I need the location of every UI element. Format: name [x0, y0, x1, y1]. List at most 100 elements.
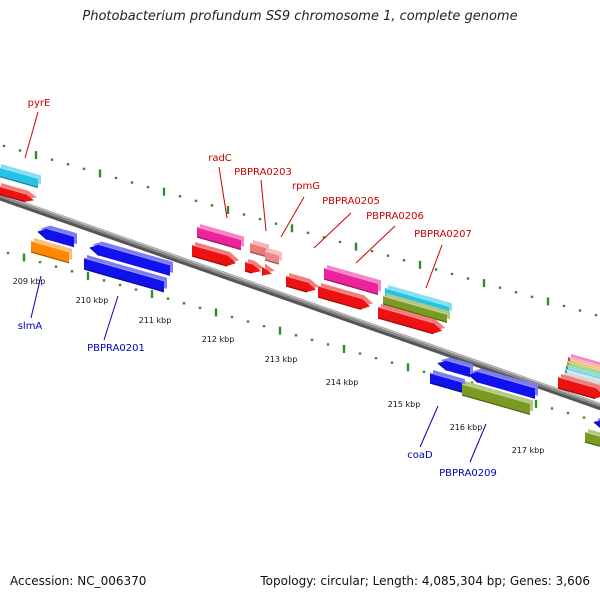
leader-line	[30, 275, 42, 319]
upper-track-tick	[242, 213, 246, 216]
gene-PBPRA0201-upper-shadow-edge	[89, 247, 100, 257]
upper-track-tick	[258, 217, 262, 221]
scale-label: 214 kbp	[326, 378, 359, 387]
upper-track-tick	[274, 222, 278, 225]
lower-track-tick	[390, 361, 394, 364]
gene-PBPRA0207-face	[378, 307, 442, 334]
gene-label-coaD: coaD	[407, 450, 433, 461]
gene-labels: pyrEradCPBPRA0203rpmGPBPRA0205PBPRA0206P…	[18, 98, 497, 479]
gene-PBPRA0203-light-edge	[249, 242, 267, 249]
chromosome-backbone	[0, 193, 600, 411]
gene-radC-pink-edge	[196, 226, 242, 241]
map-title: Photobacterium profundum SS9 chromosome …	[82, 9, 518, 24]
gene-PBPRA0207-olive	[382, 293, 450, 323]
gene-coaD-shadow-edge	[429, 382, 463, 393]
gene-slmA-face	[31, 241, 69, 263]
gene-radC-shadow-edge	[191, 255, 228, 267]
lower-track-tick	[422, 370, 426, 374]
gene-slmA-blue-edge	[46, 228, 75, 237]
gene-pyrE-face	[0, 186, 34, 202]
gene-pyrE-top	[1, 183, 37, 199]
upper-track-tick	[178, 195, 182, 198]
gene-rpmG-face	[262, 267, 272, 276]
gene-rpmG	[261, 264, 275, 276]
gene-PBPRA0209-blue-face	[469, 371, 535, 399]
gene-PBPRA0207-olive-shadow-edge	[382, 303, 448, 323]
lower-track-tick	[54, 265, 58, 268]
lower-track-tick	[566, 411, 570, 415]
gene-cluster-red-shadow-edge	[557, 387, 596, 400]
gene-edge-olive	[584, 429, 600, 447]
lower-track-tick	[310, 338, 314, 342]
scale-label: 211 kbp	[139, 316, 172, 325]
gene-cluster-cyan-edge	[564, 368, 600, 380]
lower-track-tick	[38, 260, 42, 264]
scale-label: 209 kbp	[13, 277, 46, 286]
gene-PBPRA0205-shadow-edge	[285, 285, 308, 293]
gene-PBPRA0205-pink-edge	[323, 267, 379, 284]
gene-PBPRA0205-pink-face	[324, 268, 378, 295]
leader-line	[260, 179, 267, 232]
gene-rpmG-top	[265, 264, 275, 273]
upper-track-tick	[338, 240, 342, 244]
gene-label-PBPRA0206: PBPRA0206	[366, 211, 424, 222]
scale-label: 212 kbp	[202, 335, 235, 344]
label-leader-lines	[24, 111, 487, 463]
gene-pyrE-edge	[0, 186, 26, 195]
gene-pyrE-cyan-shadow-edge	[0, 175, 39, 189]
gene-PBPRA0207-cyan-edge	[384, 287, 450, 307]
gene-slmA-blue	[37, 225, 77, 248]
gene-PBPRA0207	[377, 304, 445, 335]
lower-track-tick	[166, 297, 170, 300]
scale-label: 215 kbp	[388, 400, 421, 409]
gene-radC-pink-face	[197, 227, 241, 250]
gene-PBPRA0201-upper	[89, 241, 173, 276]
gene-coaD-upper-shadow-edge	[437, 362, 448, 372]
upper-track-tick	[82, 167, 86, 171]
gene-PBPRA0201-edge	[83, 257, 165, 282]
gene-PBPRA0209-blue-shadow-edge	[468, 374, 479, 384]
gene-cluster-gray-top	[567, 370, 600, 383]
leader-line	[469, 423, 487, 463]
gene-PBPRA0206	[317, 283, 373, 310]
accession-text: Accession: NC_006370	[10, 574, 147, 588]
upper-track-tick	[370, 249, 374, 253]
upper-track-tick	[498, 286, 502, 289]
gene-cluster-red-face	[558, 377, 600, 399]
gene-cluster-gray-edge	[563, 372, 600, 384]
gene-PBPRA0207-shadow-edge	[377, 317, 434, 335]
tick-marks	[2, 144, 600, 424]
gene-edge-blue-shadow-edge	[593, 421, 600, 428]
gene-pyrE-cyan-face	[0, 167, 38, 188]
upper-track-tick	[210, 204, 214, 207]
gene-label-PBPRA0205: PBPRA0205	[322, 196, 380, 207]
gene-PBPRA0209-face	[462, 384, 530, 415]
gene-PBPRA0203	[244, 259, 264, 274]
gene-cluster-red	[557, 374, 600, 400]
leader-line	[425, 244, 443, 289]
upper-track-tick	[402, 259, 406, 262]
lower-track-tick	[118, 283, 122, 287]
gene-PBPRA0203-face	[245, 262, 261, 273]
upper-track-tick	[450, 272, 454, 276]
gene-PBPRA0207-olive-edge	[382, 295, 448, 315]
gene-PBPRA0209-blue	[468, 368, 538, 399]
gene-PBPRA0203-light-shadow-edge	[249, 251, 267, 258]
gene-PBPRA0205-pink	[323, 265, 381, 296]
gene-PBPRA0206-face	[318, 286, 370, 310]
gene-PBPRA0207-edge	[377, 306, 434, 324]
lower-track-tick	[70, 270, 74, 273]
gene-PBPRA0203-b	[264, 248, 282, 265]
gene-PBPRA0203-shadow-edge	[244, 270, 253, 274]
gene-radC-pink	[196, 224, 244, 251]
upper-track-tick	[18, 149, 22, 152]
gene-PBPRA0201-upper-edge	[98, 244, 171, 266]
gene-PBPRA0203-light	[249, 240, 269, 258]
gene-slmA-blue-shadow-edge	[37, 231, 48, 241]
gene-cluster-orange-edge	[566, 360, 600, 371]
gene-cluster-orange-top	[570, 358, 600, 370]
gene-features	[0, 164, 600, 447]
gene-coaD-upper-face	[438, 360, 470, 378]
